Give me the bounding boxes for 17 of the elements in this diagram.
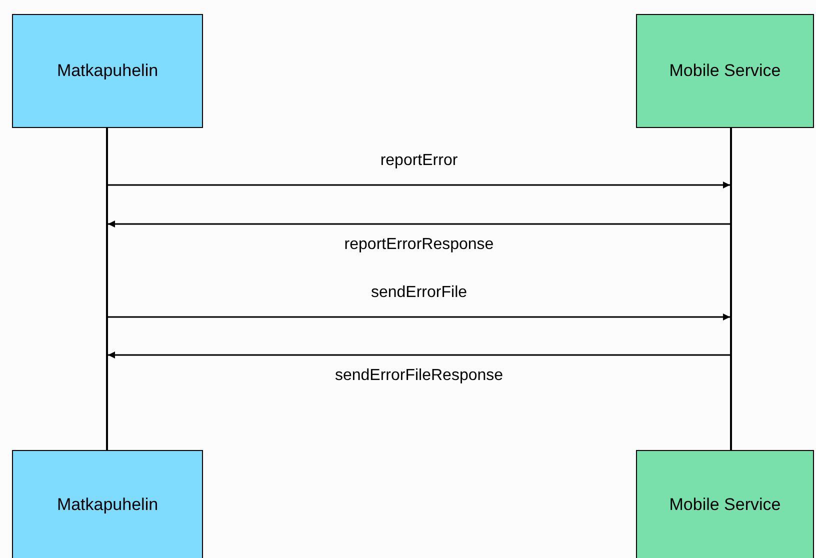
participant-name: Matkapuhelin [56, 61, 158, 81]
message-arrow [108, 314, 730, 320]
lifeline [730, 128, 732, 450]
participant-name: Mobile Service [669, 61, 781, 81]
participant-box [636, 450, 814, 558]
edge-label: reportErrorResponse [342, 236, 496, 254]
edge-label: sendErrorFileResponse [332, 367, 506, 385]
participant-box [12, 14, 203, 128]
message-arrow [108, 182, 730, 188]
participant-name: Matkapuhelin [56, 495, 158, 515]
message-arrow [108, 220, 730, 228]
message-arrow [108, 352, 730, 358]
lifeline [106, 128, 108, 450]
edge-label: reportError [378, 152, 460, 170]
participant-box [636, 14, 814, 128]
participant-name: Mobile Service [669, 495, 781, 515]
participant-box [12, 450, 203, 558]
